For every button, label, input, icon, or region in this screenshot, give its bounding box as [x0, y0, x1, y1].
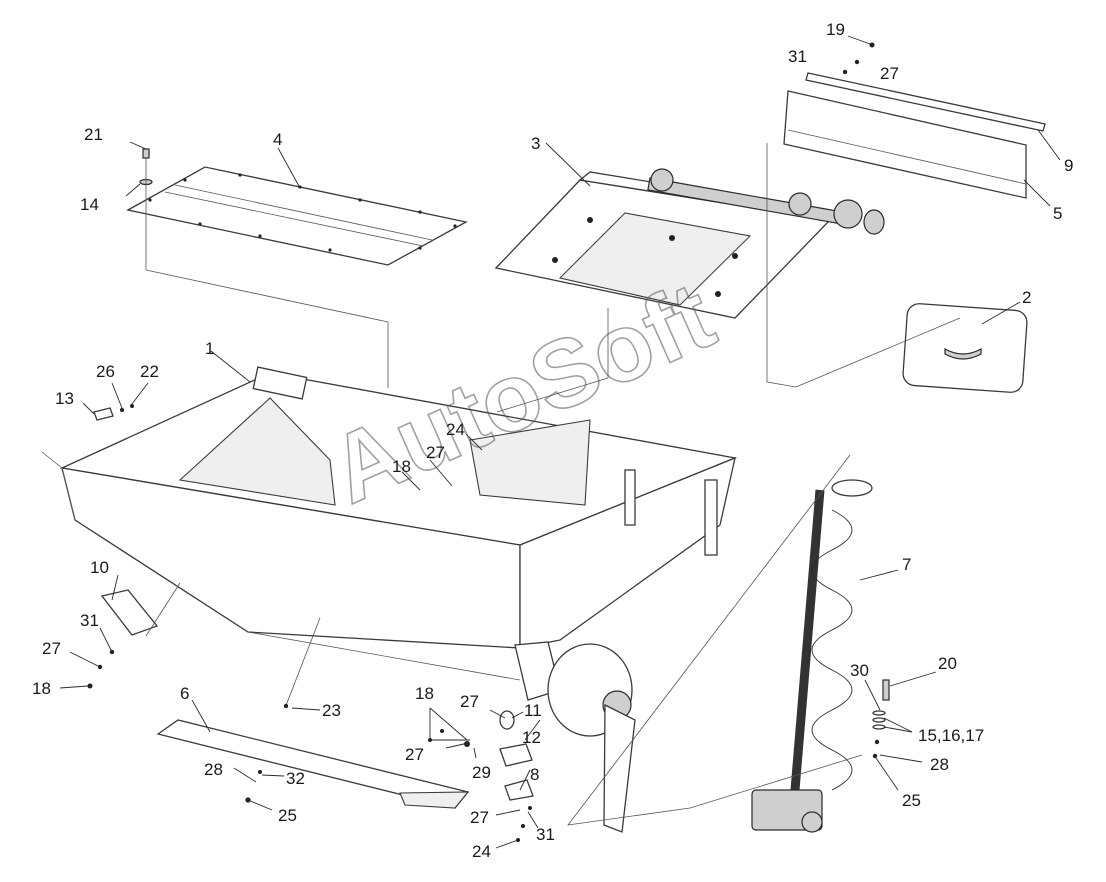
- callout-27: 27: [880, 64, 899, 83]
- callout-25: 25: [278, 806, 297, 825]
- part-3-drive-frame: [494, 168, 885, 319]
- callout-18: 18: [415, 684, 434, 703]
- part-8-plate: [504, 779, 534, 801]
- callout-15-16-17: 15,16,17: [918, 726, 984, 745]
- callout-30: 30: [850, 661, 869, 680]
- callout-8: 8: [530, 765, 539, 784]
- callout-24: 24: [472, 842, 491, 861]
- callout-3: 3: [531, 134, 540, 153]
- part-10-plate: [100, 589, 159, 636]
- callout-28: 28: [930, 755, 949, 774]
- callout-6: 6: [180, 684, 189, 703]
- callout-2: 2: [1022, 288, 1031, 307]
- callout-31: 31: [536, 825, 555, 844]
- callout-10: 10: [90, 558, 109, 577]
- callout-24: 24: [446, 420, 465, 439]
- callout-5: 5: [1053, 204, 1062, 223]
- part-9-strip: [805, 72, 1046, 132]
- callout-31: 31: [80, 611, 99, 630]
- callout-25: 25: [902, 791, 921, 810]
- part-12-plate: [499, 743, 533, 767]
- callout-18: 18: [32, 679, 51, 698]
- callout-29: 29: [472, 763, 491, 782]
- part-7-auger: [751, 479, 873, 833]
- part-5-panel: [783, 90, 1027, 199]
- callout-9: 9: [1064, 156, 1073, 175]
- leader-lines: [41, 35, 1061, 849]
- callout-31: 31: [788, 47, 807, 66]
- part-11-plug: [499, 710, 515, 730]
- callout-20: 20: [938, 654, 957, 673]
- callout-27: 27: [426, 443, 445, 462]
- fastener-21-14: [139, 148, 153, 270]
- callout-14: 14: [80, 195, 99, 214]
- callout-27: 27: [42, 639, 61, 658]
- part-2-inspection-cover: [902, 303, 1028, 393]
- callout-4: 4: [273, 130, 282, 149]
- callout-27: 27: [405, 745, 424, 764]
- callout-28: 28: [204, 760, 223, 779]
- callout-19: 19: [826, 20, 845, 39]
- part-13-tab: [93, 404, 134, 421]
- callout-7: 7: [902, 555, 911, 574]
- callout-11: 11: [524, 701, 542, 720]
- callout-32: 32: [286, 769, 305, 788]
- callout-27: 27: [460, 692, 479, 711]
- part-4-cover-plate: [126, 166, 468, 266]
- callout-27: 27: [470, 808, 489, 827]
- part-1-hopper-body: [59, 366, 738, 833]
- fastener-19-27-31: [842, 42, 875, 75]
- callout-18: 18: [392, 457, 411, 476]
- callout-13: 13: [55, 389, 74, 408]
- callout-12: 12: [522, 728, 541, 747]
- callout-labels: 1 2 3 4 5 6 7 8 9 10 11 12 13 14 15,16,1…: [32, 20, 1073, 861]
- callout-26: 26: [96, 362, 115, 381]
- callout-22: 22: [140, 362, 159, 381]
- callout-23: 23: [322, 701, 341, 720]
- callout-1: 1: [205, 339, 214, 358]
- part-6-rail: [156, 719, 470, 809]
- callout-21: 21: [84, 125, 103, 144]
